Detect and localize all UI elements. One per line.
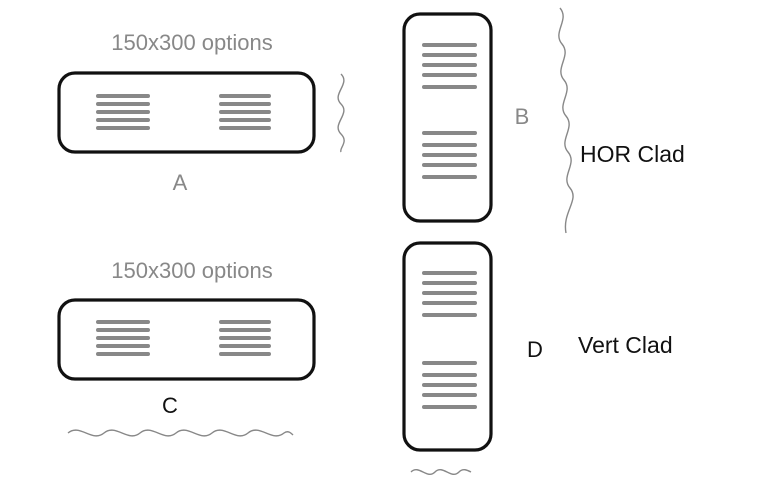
panel-b — [402, 12, 493, 223]
panel-b-bars-top — [422, 43, 477, 89]
panel-b-label: B — [515, 104, 530, 129]
option-label-top: 150x300 options — [111, 30, 272, 55]
wave-a-vertical — [337, 73, 345, 153]
panel-c-label: C — [162, 393, 178, 418]
panel-c — [57, 298, 316, 381]
vert-clad-label: Vert Clad — [578, 332, 673, 358]
panel-c-bars-left — [96, 320, 150, 356]
panel-d-bars-top — [422, 271, 477, 317]
panel-d-label: D — [527, 337, 543, 362]
panel-a-label: A — [173, 170, 188, 195]
panel-a — [57, 71, 316, 154]
panel-a-outline — [57, 71, 316, 154]
panel-b-bars-bottom — [422, 131, 477, 179]
wave-b-vertical — [558, 7, 574, 234]
wave-c-horizontal — [67, 429, 294, 437]
option-label-bottom: 150x300 options — [111, 258, 272, 283]
panel-c-bars-right — [219, 320, 271, 356]
panel-d-bars-bottom — [422, 361, 477, 409]
panel-a-bars-left — [96, 94, 150, 130]
wave-d-horizontal — [410, 469, 472, 475]
panel-c-outline — [57, 298, 316, 381]
panel-d — [402, 241, 493, 452]
panel-a-bars-right — [219, 94, 271, 130]
hor-clad-label: HOR Clad — [580, 141, 685, 167]
